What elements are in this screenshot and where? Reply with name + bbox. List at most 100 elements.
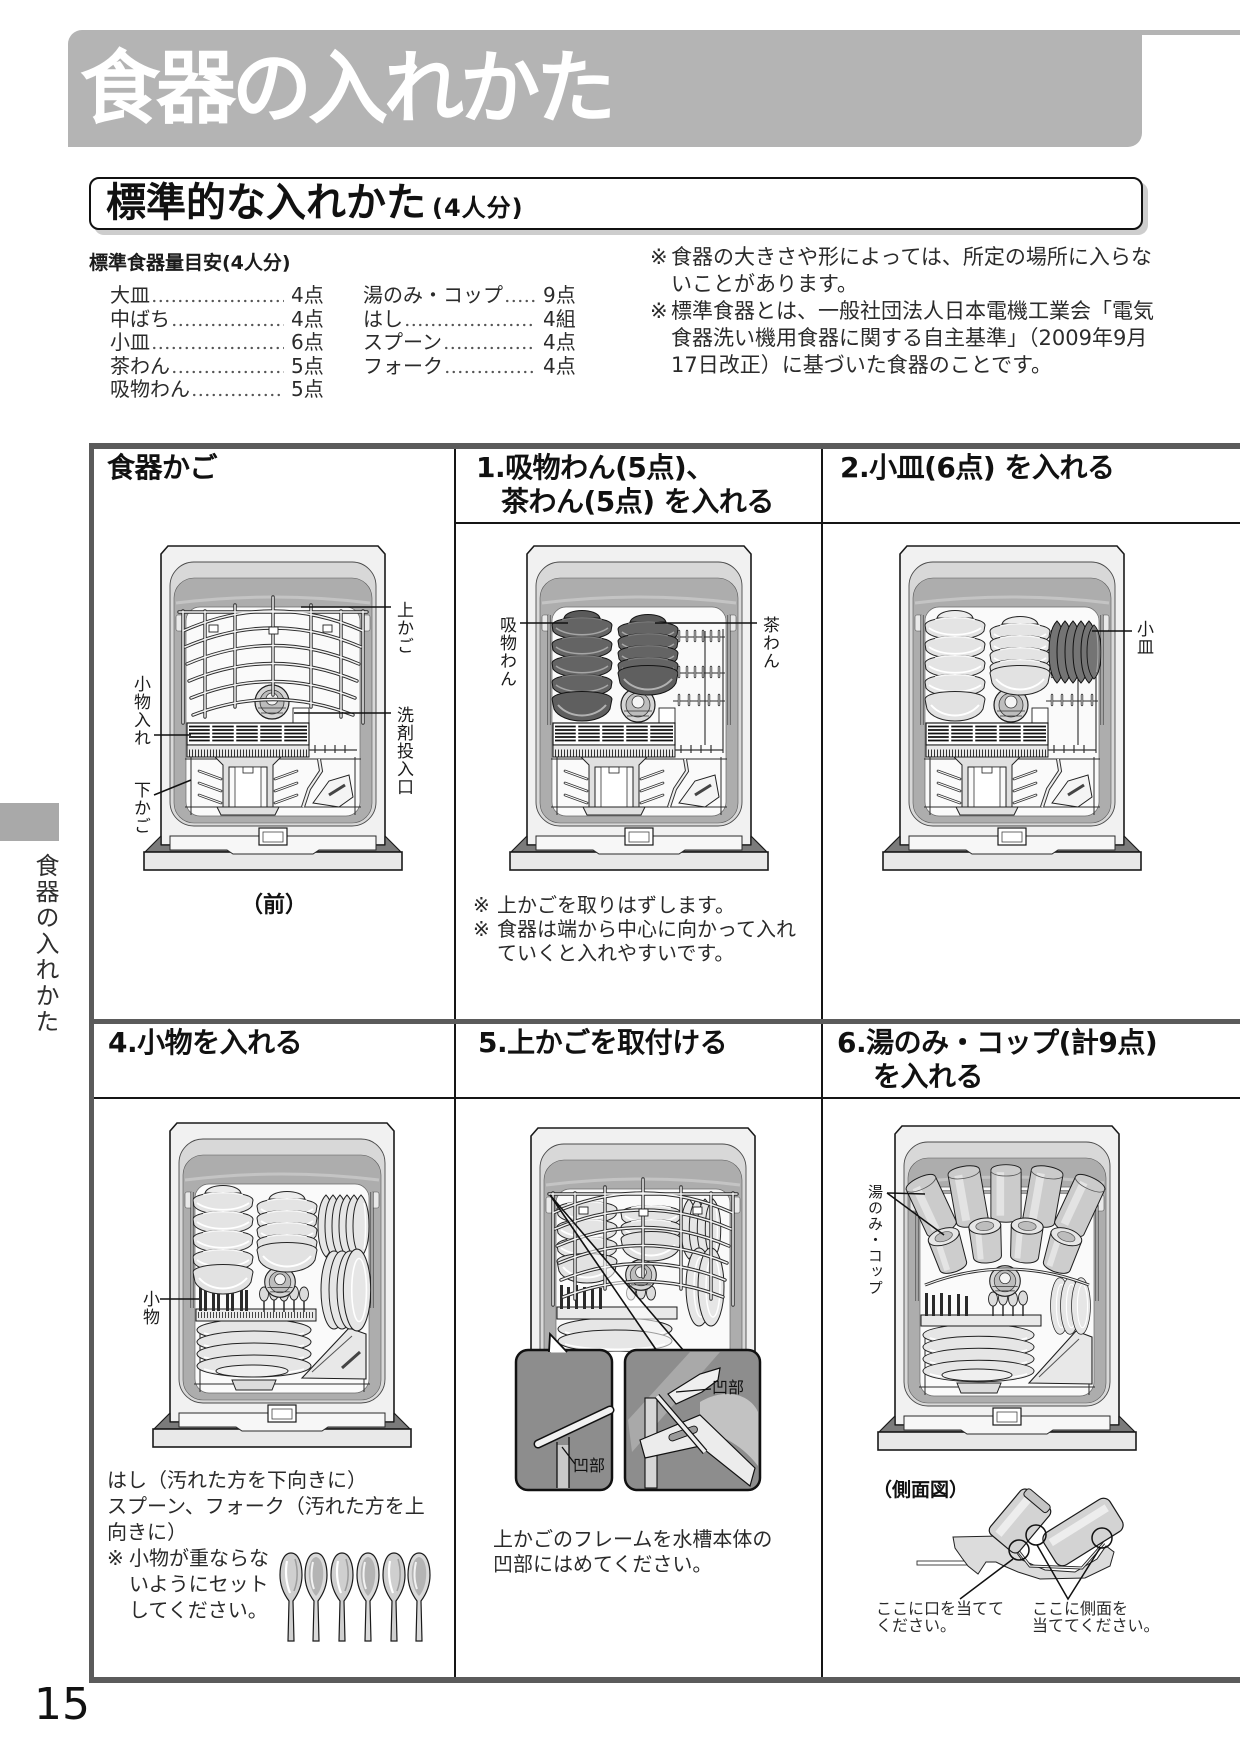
- chapter-side-tab: [0, 803, 59, 841]
- grid-top-border: [89, 443, 1240, 449]
- panel-title-step5: 5.上かごを取付ける: [478, 1026, 728, 1059]
- caption-line: 上かごのフレームを水槽本体の: [493, 1527, 773, 1551]
- medium-bowls-on-edge: [320, 1248, 372, 1332]
- note-body: 食器は端から中心に向かって入れ ていくと入れやすいです。: [497, 917, 796, 965]
- panel-title-step6: 6.湯のみ・コップ(計9点) を入れる: [837, 1026, 1158, 1094]
- dishwasher-with-small-plates: [881, 544, 1143, 872]
- note: ※ 食器は端から中心に向かって入れ ていくと入れやすいです。: [473, 917, 796, 965]
- side-view-cup: [988, 1488, 1052, 1554]
- dish-name: フォーク: [363, 353, 443, 378]
- dish-name: 大皿: [110, 283, 150, 307]
- note-line: いことがあります。: [671, 272, 858, 296]
- dish-basket-front-illustration: [142, 544, 404, 872]
- grid-middle-border: [89, 1019, 1240, 1024]
- standard-dishes-notes: ※ 食器の大きさや形によっては、所定の場所に入らな いことがあります。 ※ 標準…: [650, 244, 1160, 379]
- grid-left-border: [89, 443, 94, 1683]
- grid-bottom-border: [89, 1677, 1240, 1683]
- label-lower-basket: 下かご: [130, 781, 150, 835]
- rice-bowl-stack: [617, 614, 679, 696]
- dish-quantity: 4点: [291, 306, 324, 331]
- dish-name: 小皿: [110, 330, 150, 354]
- step1-notes: ※ 上かごを取りはずします。 ※ 食器は端から中心に向かって入れ ていくと入れや…: [473, 893, 796, 965]
- panel-title-line: 1.吸物わん(5点)、: [476, 451, 714, 484]
- note-body: 食器の大きさや形によっては、所定の場所に入らな いことがあります。: [671, 244, 1160, 298]
- dot-leader: [443, 331, 536, 355]
- zoom-pointer: [549, 1194, 685, 1352]
- page-number: 15: [34, 1679, 90, 1730]
- tray: [1027, 1330, 1093, 1385]
- label-rice-bowls: 茶わん: [759, 616, 779, 670]
- note-body: 小物が重ならな いようにセット してください。: [129, 1545, 425, 1623]
- dish-name: はし: [363, 306, 403, 331]
- note: ※ 上かごを取りはずします。: [473, 893, 796, 917]
- dot-leader: [171, 354, 284, 378]
- callout-right-frame-detail: [623, 1348, 762, 1492]
- contact-point-circles: [1008, 1524, 1113, 1561]
- dishwasher-fully-loaded: [151, 1121, 413, 1449]
- note: ※ 標準食器とは、一般社団法人日本電機工業会「電気 食器洗い機用食器に関する自主…: [650, 298, 1160, 379]
- row2-header-divider: [94, 1097, 1240, 1099]
- column-divider: [454, 449, 456, 1677]
- large-plate-stack: [196, 1318, 312, 1378]
- side-view-title: （側面図）: [873, 1479, 969, 1501]
- caption-line: ここに口を当てて: [876, 1599, 1005, 1618]
- dish-name: 茶わん: [110, 353, 170, 378]
- small-plate-row: [317, 1194, 370, 1258]
- panel-title-basket: 食器かご: [107, 451, 218, 484]
- section-title-suffix: (4人分): [432, 194, 524, 222]
- dish-row: はし 4組: [363, 306, 581, 331]
- dot-leader: [151, 331, 284, 355]
- callout-left-frame-detail: [514, 1331, 615, 1492]
- instruction-line: 向きに）: [107, 1520, 187, 1544]
- tray: [300, 1327, 367, 1380]
- cup-side-view-diagram: [916, 1488, 1124, 1601]
- caption-line: 凹部にはめてください。: [493, 1552, 713, 1576]
- panel-title-line: 6.湯のみ・コップ(計9点): [837, 1026, 1158, 1059]
- dishwasher-with-bowls: [508, 544, 770, 872]
- side-view-caption-mouth: ここに口を当てて ください。: [876, 1600, 1004, 1634]
- dish-quantity: 4点: [291, 283, 324, 307]
- label-recess-left: 凹部: [573, 1456, 606, 1475]
- note-line: してください。: [129, 1598, 268, 1622]
- dot-leader: [404, 307, 536, 331]
- dishwasher-with-cups: [876, 1124, 1138, 1452]
- chapter-title-bar: 食器の入れかた: [68, 30, 1142, 147]
- dot-leader: [171, 307, 284, 331]
- section-title-main: 標準的な入れかた: [106, 180, 426, 226]
- label-soup-bowls: 吸物わん: [496, 616, 516, 688]
- panel-title-line: を入れる: [873, 1060, 984, 1093]
- panel-title-line: 茶わん(5点) を入れる: [501, 485, 774, 518]
- reference-mark: ※: [650, 299, 668, 323]
- dot-leader: [151, 284, 284, 308]
- dot-leader: [504, 284, 536, 308]
- section-header-box: 標準的な入れかた(4人分): [89, 177, 1143, 230]
- label-cups: 湯のみ・コップ: [866, 1184, 884, 1296]
- dish-row: スプーン 4点: [363, 330, 581, 355]
- dish-quantity: 4点: [543, 330, 576, 354]
- side-view-caption-side: ここに側面を 当ててください。: [1032, 1600, 1160, 1634]
- dish-quantity: 4点: [543, 353, 576, 378]
- dish-quantity: 4組: [543, 306, 576, 331]
- label-detergent-inlet: 洗剤投入口: [393, 706, 413, 796]
- step5-attach-upper-basket-illustration: [500, 1126, 780, 1502]
- note-line: ていくと入れやすいです。: [497, 941, 735, 965]
- note-line: 食器洗い機用食器に関する自主基準」（2009年9月: [671, 326, 1148, 350]
- reference-mark: ※: [473, 917, 490, 941]
- step4-small-items-illustration: [151, 1121, 431, 1643]
- large-plate-stack: [922, 1323, 1035, 1383]
- note: ※ 小物が重ならな いようにセット してください。: [107, 1545, 425, 1623]
- row1-header-divider: [455, 522, 1240, 524]
- section-title: 標準的な入れかた(4人分): [106, 179, 524, 235]
- dish-row: 大皿 4点: [110, 283, 325, 308]
- dish-name: スプーン: [363, 330, 442, 354]
- note-line: 小物が重ならな: [129, 1546, 269, 1570]
- caption-line: 当ててください。: [1032, 1616, 1160, 1635]
- side-view-cup: [1042, 1497, 1124, 1567]
- caption-line: ください。: [876, 1616, 957, 1635]
- dish-name: 湯のみ・コップ: [363, 283, 503, 307]
